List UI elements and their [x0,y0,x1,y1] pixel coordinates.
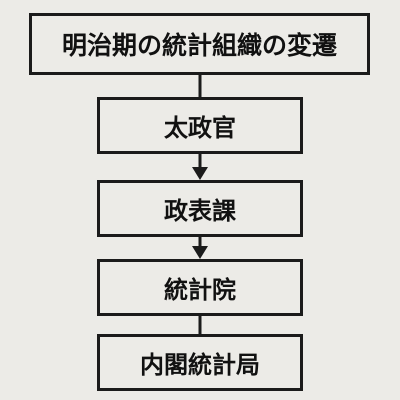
node-dajokan: 太政官 [97,97,303,154]
arrowhead-to-seihyoka-icon [192,167,208,180]
node-seihyoka: 政表課 [97,180,303,237]
node-naikaku-tokeikyoku: 内閣統計局 [97,334,303,391]
diagram-title: 明治期の統計組織の変遷 [61,31,337,60]
node-label-dajokan: 太政官 [164,114,236,142]
arrowhead-to-tokeiin-icon [192,246,208,259]
node-tokeiin: 統計院 [97,259,303,316]
node-label-seihyoka: 政表課 [164,197,236,225]
node-label-naikaku-tokeikyoku: 内閣統計局 [140,351,260,379]
node-label-tokeiin: 統計院 [164,276,236,304]
diagram-title-box: 明治期の統計組織の変遷 [29,13,370,75]
